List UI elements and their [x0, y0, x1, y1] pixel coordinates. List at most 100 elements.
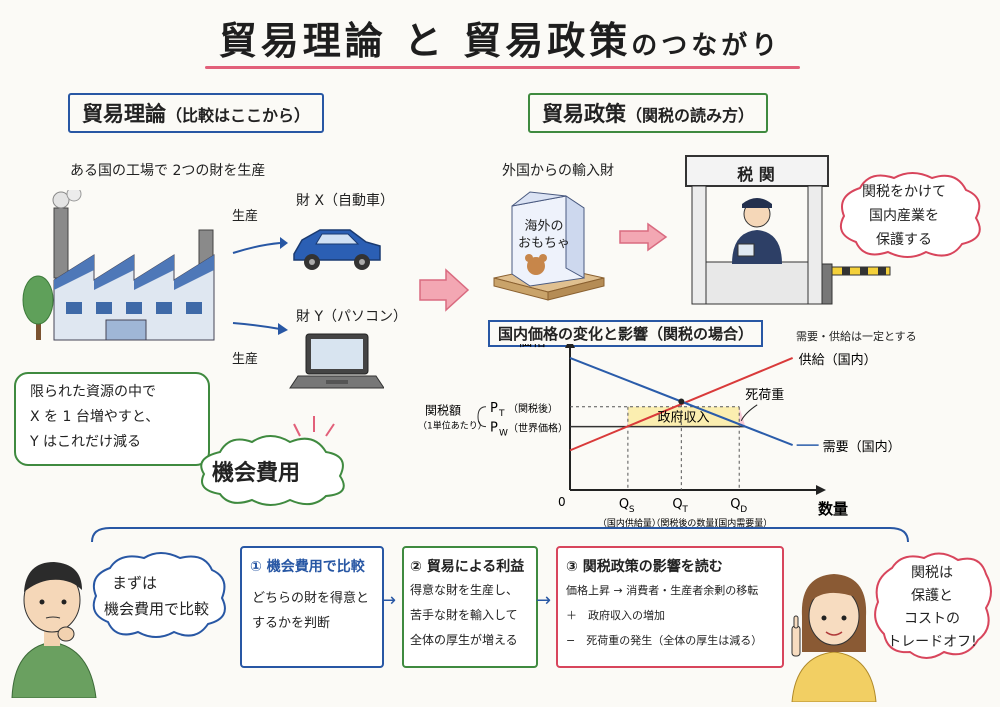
trade-policy-subtitle: （関税の読み方） — [626, 106, 755, 125]
step-3-title: ③ 関税政策の影響を読む — [566, 559, 723, 575]
resource-line-2: X を 1 台増やすと、 — [30, 409, 160, 425]
title-main: 貿易理論 と 貿易政策 — [218, 19, 632, 63]
tariff-brace — [477, 406, 487, 428]
step-1-line-1: どちらの財を得意と — [252, 591, 370, 606]
deadweight-loss-area-right — [739, 406, 746, 427]
import-arrow — [619, 222, 668, 252]
speech-right-line-2: 保護と — [911, 588, 953, 604]
pw-note: （世界価格） — [508, 422, 568, 435]
tariff-bubble-line-3: 保護する — [876, 232, 932, 248]
qd-subscript: D — [740, 505, 747, 515]
car-icon — [293, 229, 381, 270]
title-tail: のつながり — [631, 31, 782, 61]
trade-theory-title: 貿易理論 — [82, 102, 166, 126]
pt-subscript: T — [498, 409, 505, 419]
qd-note: （国内需要量） — [709, 517, 772, 529]
chart-note: 需要・供給は一定とする — [796, 330, 917, 343]
step-1-box — [240, 546, 384, 668]
resource-line-1: 限られた資源の中で — [30, 384, 156, 400]
origin-label: 0 — [558, 495, 566, 509]
step-3-line-1: 価格上昇 → 消費者・生産者余剰の移転 — [566, 584, 759, 597]
y-axis-label: 価格 — [518, 344, 546, 350]
pt-label: P — [490, 401, 498, 416]
step-2-box — [402, 546, 538, 668]
qs-label: Q — [619, 497, 629, 512]
chart-header: 国内価格の変化と影響（関税の場合） — [488, 320, 764, 347]
step-2-title: ② 貿易による利益 — [410, 559, 525, 575]
title-underline — [205, 66, 800, 69]
trade-policy-title: 貿易政策 — [542, 102, 626, 126]
qt-note: （関税後の数量） — [651, 517, 723, 529]
step-1-title: ① 機会費用で比較 — [250, 559, 365, 575]
laptop-icon — [289, 333, 384, 389]
student-boy-illustration — [11, 562, 97, 698]
step-3-body: 価格上昇 → 消費者・生産者余剰の移転 ＋ 政府収入の増加 − 死荷重の発生（全… — [566, 578, 762, 653]
produce-label-x: 生産 — [232, 209, 259, 224]
qs-subscript: S — [629, 505, 635, 515]
tariff-bubble-text: 関税をかけて 国内産業を 保護する — [862, 180, 946, 252]
factory-caption: ある国の工場で 2つの財を生産 — [70, 163, 266, 179]
speech-right-line-3: コストの — [904, 611, 960, 627]
step-2-line-3: 全体の厚生が増える — [410, 633, 518, 647]
pw-subscript: W — [499, 429, 508, 439]
produce-label-y: 生産 — [232, 352, 259, 367]
deadweight-pointer — [740, 404, 758, 422]
speech-left-line-1: まずは — [112, 574, 158, 592]
trade-policy-header: 貿易政策（関税の読み方） — [528, 93, 769, 133]
equilibrium-point — [678, 398, 685, 405]
barrier-gate-icon — [821, 263, 891, 305]
qd-label: Q — [730, 497, 740, 512]
step-2-line-1: 得意な財を生産し、 — [410, 583, 519, 597]
produce-arrows — [232, 237, 288, 335]
good-x-label: 財 X（自動車） — [296, 193, 395, 209]
emphasis-marks — [293, 416, 335, 437]
officer-icon — [732, 198, 782, 264]
x-axis-label: 数量 — [818, 500, 848, 518]
factory-icon — [52, 190, 215, 341]
box-label-line-2: おもちゃ — [518, 236, 571, 251]
tariff-bubble-line-1: 関税をかけて — [862, 184, 946, 200]
tariff-cloud — [840, 172, 981, 258]
import-caption: 外国からの輸入財 — [502, 163, 614, 179]
qt-subscript: T — [681, 505, 688, 515]
step-3-line-2: ＋ 政府収入の増加 — [566, 609, 665, 622]
speech-cloud-right — [874, 552, 992, 659]
bottom-bracket — [91, 527, 909, 543]
opportunity-cost-cloud — [200, 435, 345, 506]
speech-right-line-4: トレードオフ! — [887, 634, 977, 650]
good-y-label: 財 Y（パソコン） — [296, 309, 408, 325]
student-girl-illustration — [791, 574, 877, 702]
resource-note: 限られた資源の中で X を 1 台増やすと、 Y はこれだけ減る — [30, 380, 159, 455]
step-2-body: 得意な財を生産し、 苦手な財を輸入して 全体の厚生が増える — [410, 578, 518, 653]
government-revenue-label: 政府収入 — [658, 411, 710, 426]
speech-left-line-2: 機会費用で比較 — [104, 600, 210, 618]
tariff-chart: 価格数量0供給（国内）需要（国内）PT（関税後）PW（世界価格）関税額（1単位あ… — [418, 344, 901, 529]
step-3-line-3: − 死荷重の発生（全体の厚生は減る） — [566, 634, 763, 647]
trade-theory-header: 貿易理論（比較はここから） — [68, 93, 325, 133]
y-axis-arrow — [565, 344, 575, 348]
step-1-line-2: するかを判断 — [252, 616, 331, 631]
pw-label: P — [490, 421, 498, 436]
step-1-body: どちらの財を得意と するかを判断 — [252, 586, 369, 636]
opportunity-cost-label: 機会費用 — [212, 461, 301, 486]
government-revenue-area — [627, 406, 740, 427]
step-3-box — [556, 546, 784, 668]
qs-note: （国内供給量） — [598, 517, 661, 529]
factory-illustration — [22, 190, 215, 341]
supply-series-label: 供給（国内） — [799, 352, 877, 368]
tariff-sublabel: （1単位あたり） — [418, 420, 487, 432]
tariff-bubble-line-2: 国内産業を — [869, 208, 939, 224]
step-2-line-2: 苦手な財を輸入して — [410, 608, 518, 622]
qt-label: Q — [672, 497, 682, 512]
trade-theory-subtitle: （比較はここから） — [166, 106, 311, 125]
teddy-bear-icon — [525, 254, 547, 275]
deadweight-loss-label: 死荷重 — [745, 387, 784, 403]
tariff-label: 関税額 — [425, 404, 461, 418]
speech-cloud-left — [92, 552, 226, 638]
resource-line-3: Y はこれだけ減る — [30, 434, 142, 450]
import-box-illustration — [493, 191, 605, 301]
demand-series-label: 需要（国内） — [823, 439, 901, 455]
transition-arrow — [419, 268, 470, 312]
box-label-line-1: 海外の — [524, 219, 564, 234]
tree-icon — [22, 275, 54, 340]
